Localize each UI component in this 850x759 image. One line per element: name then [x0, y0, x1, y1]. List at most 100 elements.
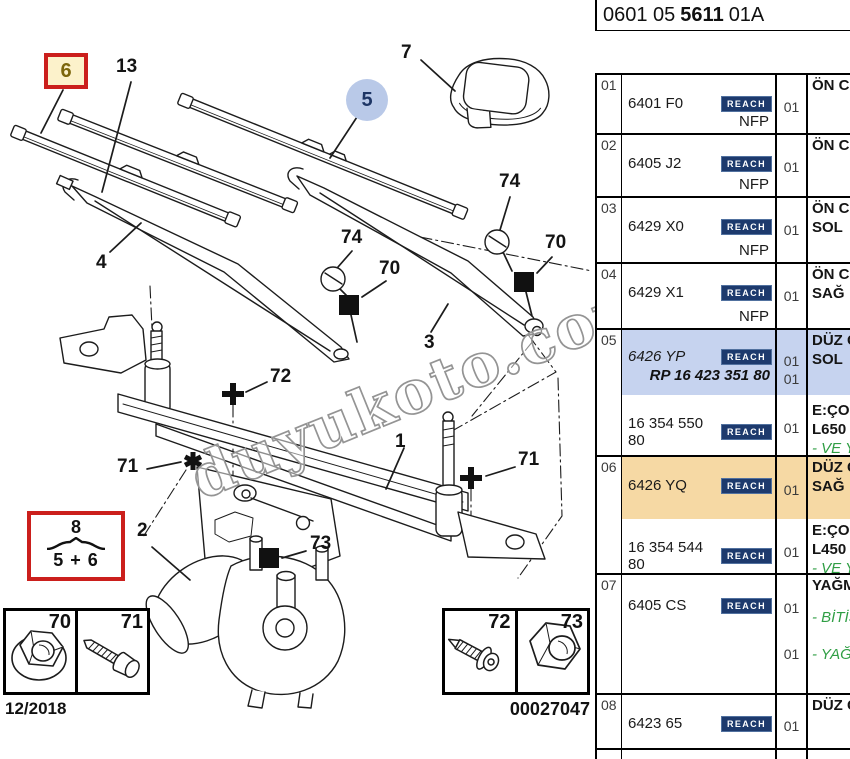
- row-number: 08: [597, 695, 622, 748]
- callout-2[interactable]: 2: [137, 520, 148, 541]
- part-note: NFP: [739, 113, 769, 130]
- quantity: 01: [783, 718, 800, 734]
- part-number: 6429 X1: [628, 284, 684, 301]
- group-bottom-numbers: 5 + 6: [53, 550, 99, 570]
- description-note: - VE YA: [812, 440, 850, 457]
- screw-icon: [447, 638, 500, 672]
- description-note: - VE YA: [812, 560, 850, 577]
- part-number: 6426 YQ: [628, 477, 687, 494]
- part-number: 16 354 544 80: [628, 539, 704, 573]
- description: SOL: [812, 219, 843, 236]
- callout-71-left[interactable]: 71: [117, 456, 139, 477]
- description: ÖN CAM: [812, 200, 850, 217]
- quantity: 01: [783, 353, 800, 369]
- bolt-symbol-71-right: [460, 467, 482, 489]
- reach-badge[interactable]: REACH: [720, 218, 772, 235]
- part-number: 6426 YP: [628, 348, 686, 365]
- part-number: 6423 65: [628, 715, 683, 732]
- callout-1[interactable]: 1: [395, 431, 406, 452]
- cover-7: [449, 57, 550, 129]
- hex-nut-icon: [528, 622, 581, 670]
- legend-label-70: 70: [48, 611, 71, 633]
- quantity: 01: [783, 420, 800, 436]
- table-row-partial: [597, 750, 850, 759]
- reach-badge[interactable]: REACH: [720, 715, 772, 732]
- callout-74-left[interactable]: 74: [341, 227, 363, 248]
- reach-badge[interactable]: REACH: [720, 477, 772, 494]
- table-row-01[interactable]: 01 6401 F0 REACH NFP 01 ÖN CAM: [597, 75, 850, 135]
- group-callout-8-box: 8 5 + 6: [27, 511, 125, 581]
- row-number: 04: [597, 264, 622, 328]
- description: DÜZ CA: [812, 332, 850, 349]
- exploded-parts-diagram: [10, 57, 593, 709]
- callout-13[interactable]: 13: [116, 56, 138, 77]
- legend-cell-71: 71: [75, 611, 147, 692]
- callout-7[interactable]: 7: [401, 42, 412, 63]
- fastener-symbols: [183, 229, 534, 568]
- description-note: - YAĞM: [812, 646, 850, 663]
- table-row-06-selected[interactable]: 06 6426 YQ REACH 01 DÜZ CA SAĞ: [597, 457, 850, 577]
- quantity: 01: [783, 99, 800, 115]
- callout-71-right[interactable]: 71: [518, 449, 540, 470]
- table-row-03[interactable]: 03 6429 X0 REACH NFP 01 ÖN CAM SOL: [597, 198, 850, 264]
- part-note: NFP: [739, 176, 769, 193]
- reach-badge[interactable]: REACH: [720, 348, 772, 365]
- part-number: 16 354 550 80: [628, 415, 704, 449]
- part-number: 6401 F0: [628, 95, 684, 112]
- description-note: - BİTİŞ: [812, 609, 850, 626]
- description: L450 HO: [812, 541, 850, 558]
- header-code-part2: 01A: [728, 4, 765, 26]
- parts-table: 01 6401 F0 REACH NFP 01 ÖN CAM 02 6405 J…: [595, 73, 850, 759]
- table-row-07[interactable]: 07 6405 CS REACH 01 01 YAĞMU - BİTİŞ - Y…: [597, 575, 850, 695]
- legend-box-left: 70 71: [3, 608, 150, 695]
- part-number: 6405 J2: [628, 155, 682, 172]
- nut-symbol-70-right: [514, 272, 534, 292]
- quantity: 01: [783, 600, 800, 616]
- row-number: 07: [597, 575, 622, 693]
- row-number: 03: [597, 198, 622, 262]
- table-row-04[interactable]: 04 6429 X1 REACH NFP 01 ÖN CAM SAĞ: [597, 264, 850, 330]
- part-number: 6429 X0: [628, 218, 684, 235]
- legend-cell-72: 72: [445, 611, 515, 692]
- legend-cell-73: 73: [514, 611, 588, 692]
- description: ÖN CAM: [812, 137, 850, 154]
- callout-73[interactable]: 73: [310, 533, 332, 554]
- callout-74-right[interactable]: 74: [499, 171, 521, 192]
- callout-6-highlighted[interactable]: 6: [44, 53, 88, 89]
- wiper-motor-2: [145, 535, 346, 709]
- row-number: 02: [597, 135, 622, 196]
- legend-label-71: 71: [120, 611, 143, 633]
- callout-70-left[interactable]: 70: [379, 258, 401, 279]
- group-top-number: 8: [70, 517, 81, 537]
- table-row-08[interactable]: 08 6423 65 REACH 01 DÜZ CA: [597, 695, 850, 750]
- part-note: NFP: [739, 242, 769, 259]
- reach-badge[interactable]: REACH: [720, 548, 772, 564]
- table-row-05-selected[interactable]: 05 6426 YP REACH RP 16 423 351 80 01 01: [597, 330, 850, 457]
- callout-70-right[interactable]: 70: [545, 232, 567, 253]
- bolt-icon: [83, 639, 140, 678]
- reach-badge[interactable]: REACH: [720, 284, 772, 301]
- callout-3[interactable]: 3: [424, 332, 435, 353]
- reach-badge[interactable]: REACH: [720, 155, 772, 172]
- reach-badge[interactable]: REACH: [720, 597, 772, 614]
- row-number: 01: [597, 75, 622, 133]
- part-note: NFP: [739, 308, 769, 325]
- callout-72[interactable]: 72: [270, 366, 292, 387]
- reach-badge[interactable]: REACH: [720, 95, 772, 112]
- wiper-blade-13: [57, 108, 299, 214]
- description: DÜZ CA: [812, 459, 850, 476]
- description: SOL: [812, 351, 843, 368]
- legend-cell-70: 70: [6, 611, 75, 692]
- callout-4[interactable]: 4: [96, 252, 107, 273]
- reach-badge[interactable]: REACH: [720, 424, 772, 440]
- quantity: 01: [783, 482, 800, 498]
- row-number: 05: [597, 330, 622, 455]
- nut-symbol-70-left: [339, 295, 359, 315]
- bolt-symbol-71-left: [183, 452, 203, 470]
- legend-label-72: 72: [488, 611, 511, 633]
- table-row-02[interactable]: 02 6405 J2 REACH NFP 01 ÖN CAM: [597, 135, 850, 198]
- callout-5-highlighted[interactable]: 5: [346, 79, 388, 121]
- wiper-arm-3: [287, 167, 544, 337]
- header-code-bold: 5611: [680, 4, 724, 26]
- leader-lines: [40, 59, 553, 581]
